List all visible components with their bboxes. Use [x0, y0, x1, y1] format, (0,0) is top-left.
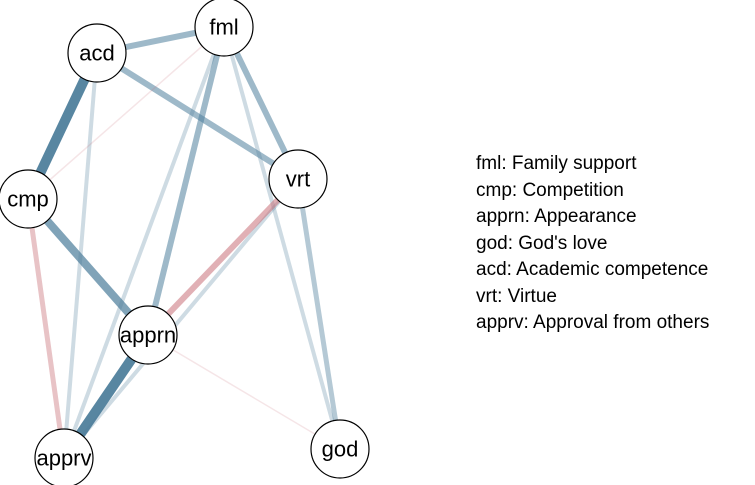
- node-circle-god: [310, 419, 370, 479]
- legend-item-acd: acd: Academic competence: [476, 259, 709, 280]
- legend-item-apprn: apprn: Appearance: [476, 206, 637, 227]
- edge-fml-god: [222, 26, 342, 450]
- legend-item-vrt: vrt: Virtue: [476, 285, 557, 307]
- edge-layer: [23, 24, 343, 461]
- node-label-fml: fml: [209, 15, 238, 40]
- node-circle-fml: [194, 0, 254, 57]
- node-circle-acd: [67, 23, 127, 83]
- legend-item-fml: fml: Family support: [476, 153, 637, 174]
- edge-fml-apprn: [145, 26, 227, 336]
- node-apprn: apprn: [118, 305, 178, 365]
- network-graph: fml acd vrt cmp apprn god apprv: [0, 0, 370, 485]
- node-vrt: vrt: [268, 149, 328, 209]
- edge-fml-cmp: [27, 26, 225, 200]
- legend-item-apprv: apprv: Approval from others: [476, 312, 710, 333]
- node-circle-apprn: [118, 305, 178, 365]
- node-acd: acd: [67, 23, 127, 83]
- node-circle-apprv: [34, 428, 94, 485]
- node-label-apprn: apprn: [120, 323, 176, 348]
- edge-cmp-apprv: [25, 198, 67, 459]
- node-god: god: [310, 419, 370, 479]
- node-apprv: apprv: [34, 428, 94, 485]
- edge-vrt-apprv: [62, 177, 300, 460]
- node-circle-vrt: [268, 149, 328, 209]
- edge-acd-vrt: [95, 50, 300, 182]
- node-label-acd: acd: [79, 41, 114, 66]
- edge-fml-apprv: [62, 26, 226, 459]
- node-label-cmp: cmp: [7, 187, 49, 212]
- node-cmp: cmp: [0, 169, 58, 229]
- edge-cmp-apprn: [25, 196, 151, 338]
- edge-acd-apprv: [62, 52, 99, 459]
- legend: fml: Family support cmp: Competition app…: [476, 151, 709, 337]
- edge-apprn-god: [147, 334, 341, 450]
- node-fml: fml: [194, 0, 254, 57]
- edge-vrt-apprn: [145, 176, 301, 338]
- node-label-god: god: [322, 437, 359, 462]
- node-layer: fml acd vrt cmp apprn god apprv: [0, 0, 370, 485]
- node-circle-cmp: [0, 169, 58, 229]
- node-label-vrt: vrt: [286, 167, 310, 192]
- node-label-apprv: apprv: [36, 446, 91, 471]
- edge-vrt-god: [295, 178, 343, 450]
- legend-item-cmp: cmp: Competition: [476, 179, 624, 201]
- legend-item-god: god: God's love: [476, 232, 608, 254]
